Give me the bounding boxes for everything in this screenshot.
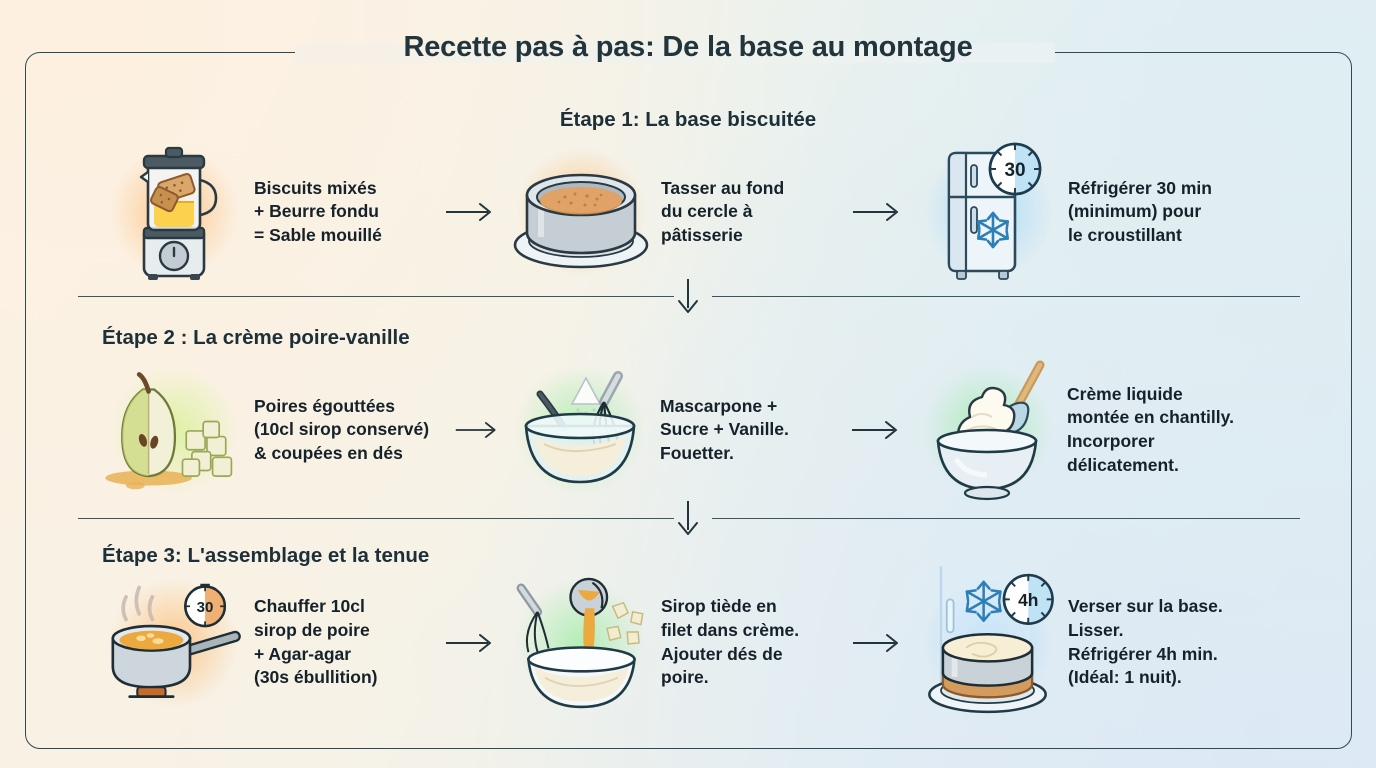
step-2-item-1-text: Poires égouttées (10cl sirop conservé) &… [254,395,430,463]
arrow-down-icon [675,278,701,316]
step-1-item-2-text: Tasser au fond du cercle à pâtisserie [661,177,785,245]
divider-step1-right [712,296,1300,298]
step-2-row: Poires égouttées (10cl sirop conservé) &… [0,355,1376,505]
arrow-down-icon [675,500,701,538]
divider-step2-left [78,518,674,520]
step-3-row: 30 Chauffer 10cl sirop de poire + Agar-a… [0,565,1376,720]
arrow-right-icon [454,419,500,441]
step-1-row: Biscuits mixés + Beurre fondu = Sable mo… [0,137,1376,287]
step-3-item-1-text: Chauffer 10cl sirop de poire + Agar-agar… [254,596,378,688]
frame-title-gap [295,43,1055,63]
arrow-right-icon [439,201,501,223]
saucepan-icon: 30 [94,568,254,718]
step-3-heading: Étape 3: L'assemblage et la tenue [102,544,430,567]
step-3-item-3-text: Verser sur la base. Lisser. Réfrigérer 4… [1068,596,1223,688]
divider-step2-right [712,518,1300,520]
whisk-bowl-icon [500,358,660,503]
step-1-heading: Étape 1: La base biscuitée [559,108,817,131]
step-1-item-3-text: Réfrigérer 30 min (minimum) pour le crou… [1068,177,1212,245]
fridge-timer-badge: 30 [1004,160,1025,181]
pouring-syrup-bowl-icon [501,565,661,720]
tart-ring-icon [501,147,661,277]
saucepan-timer-badge: 30 [197,598,214,615]
cake-timer-badge: 4h [1018,590,1038,610]
step-3-item-2-text: Sirop tiède en filet dans crème. Ajouter… [661,596,800,688]
finished-cake-icon: 4h [908,560,1068,725]
pear-icon [94,365,254,495]
arrow-right-icon [439,632,501,654]
step-1-item-1-text: Biscuits mixés + Beurre fondu = Sable mo… [254,177,382,245]
blender-icon [94,142,254,282]
step-2-item-3-text: Crème liquide montée en chantilly. Incor… [1067,383,1234,475]
arrow-right-icon [846,632,908,654]
step-2-item-2-text: Mascarpone + Sucre + Vanille. Fouetter. [660,395,789,463]
fridge-icon: 30 [908,137,1068,287]
arrow-right-icon [845,419,907,441]
whipped-cream-bowl-icon [907,355,1067,505]
arrow-right-icon [846,201,908,223]
step-2-heading: Étape 2 : La crème poire-vanille [102,326,410,349]
divider-step1-left [78,296,674,298]
page-title: Recette pas à pas: De la base au montage [403,31,973,63]
